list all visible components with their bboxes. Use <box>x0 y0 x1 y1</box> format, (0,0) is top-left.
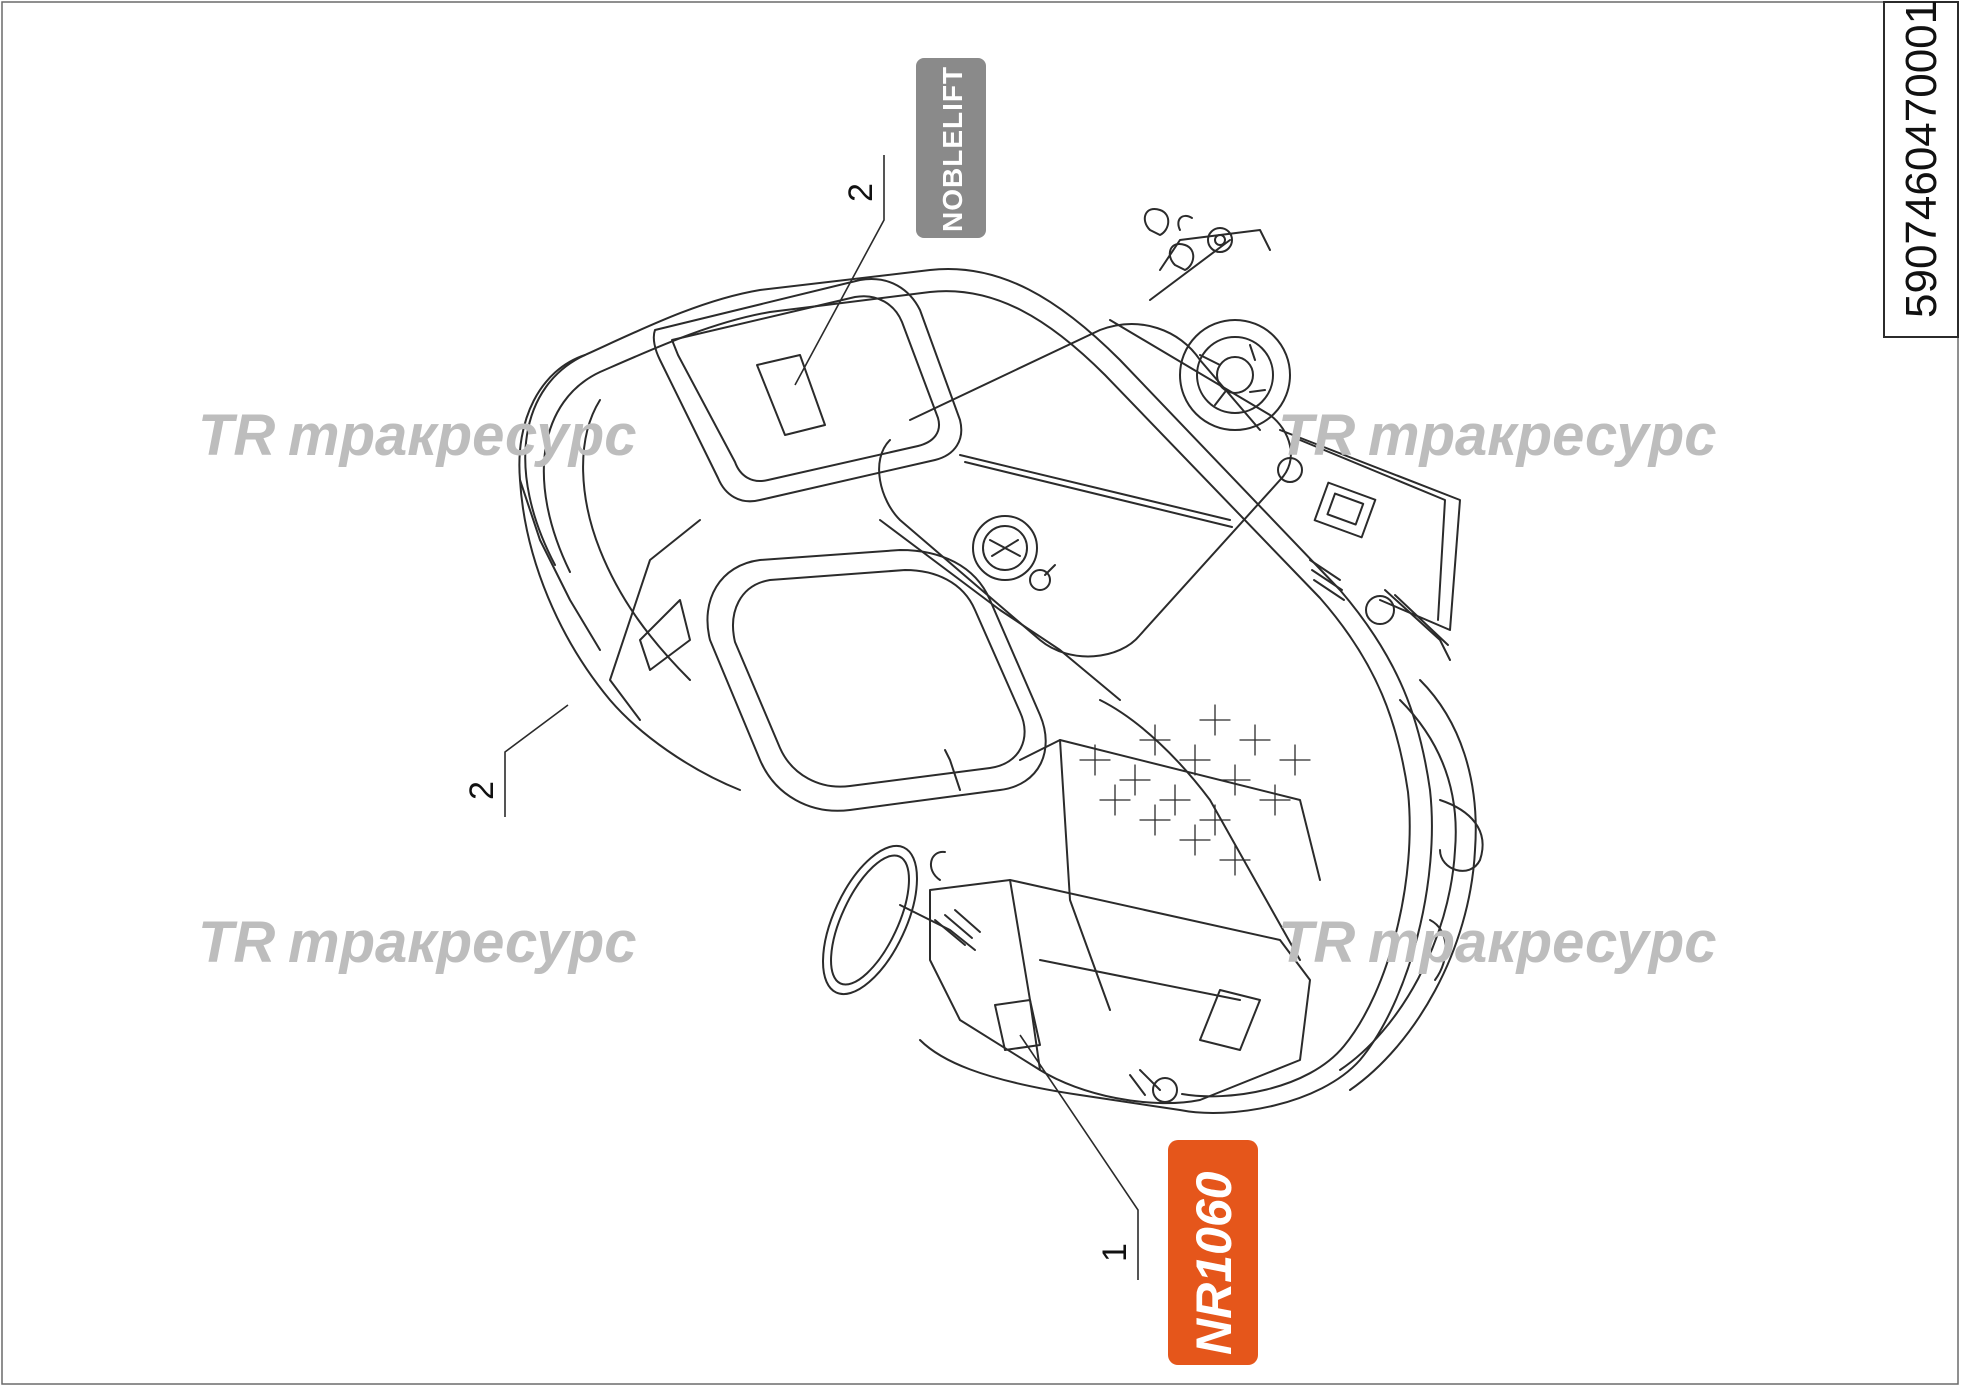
watermark-logo: TR <box>1278 910 1355 975</box>
watermark-text: тракресурс <box>288 403 636 468</box>
callout-number-2a: 2 <box>842 183 880 202</box>
watermark-3: TR тракресурс <box>198 910 636 975</box>
watermark-text: тракресурс <box>1368 910 1716 975</box>
part-number-box <box>1883 1 1959 338</box>
callout-leader-2a <box>794 155 885 386</box>
watermark-text: тракресурс <box>288 910 636 975</box>
watermark-logo: TR <box>198 403 275 468</box>
nr1060-decal <box>1168 1140 1258 1365</box>
noblelift-decal <box>916 58 986 238</box>
callout-number-1: 1 <box>1096 1243 1134 1262</box>
watermark-text: тракресурс <box>1368 403 1716 468</box>
callout-leader-2b <box>504 704 569 817</box>
part-number: 5907460470001 <box>1897 0 1946 318</box>
machine-drawing <box>518 208 1484 1114</box>
watermark-logo: TR <box>1278 403 1355 468</box>
watermark-logo: TR <box>198 910 275 975</box>
callout-leader-1 <box>1019 1034 1139 1280</box>
watermark-2: TR тракресурс <box>1278 403 1716 468</box>
watermark-4: TR тракресурс <box>1278 910 1716 975</box>
watermark-1: TR тракресурс <box>198 403 636 468</box>
noblelift-decal-text: NOBLELIFT <box>937 66 968 232</box>
callout-number-2b: 2 <box>463 781 501 800</box>
nr1060-decal-text: NR1060 <box>1186 1171 1242 1355</box>
